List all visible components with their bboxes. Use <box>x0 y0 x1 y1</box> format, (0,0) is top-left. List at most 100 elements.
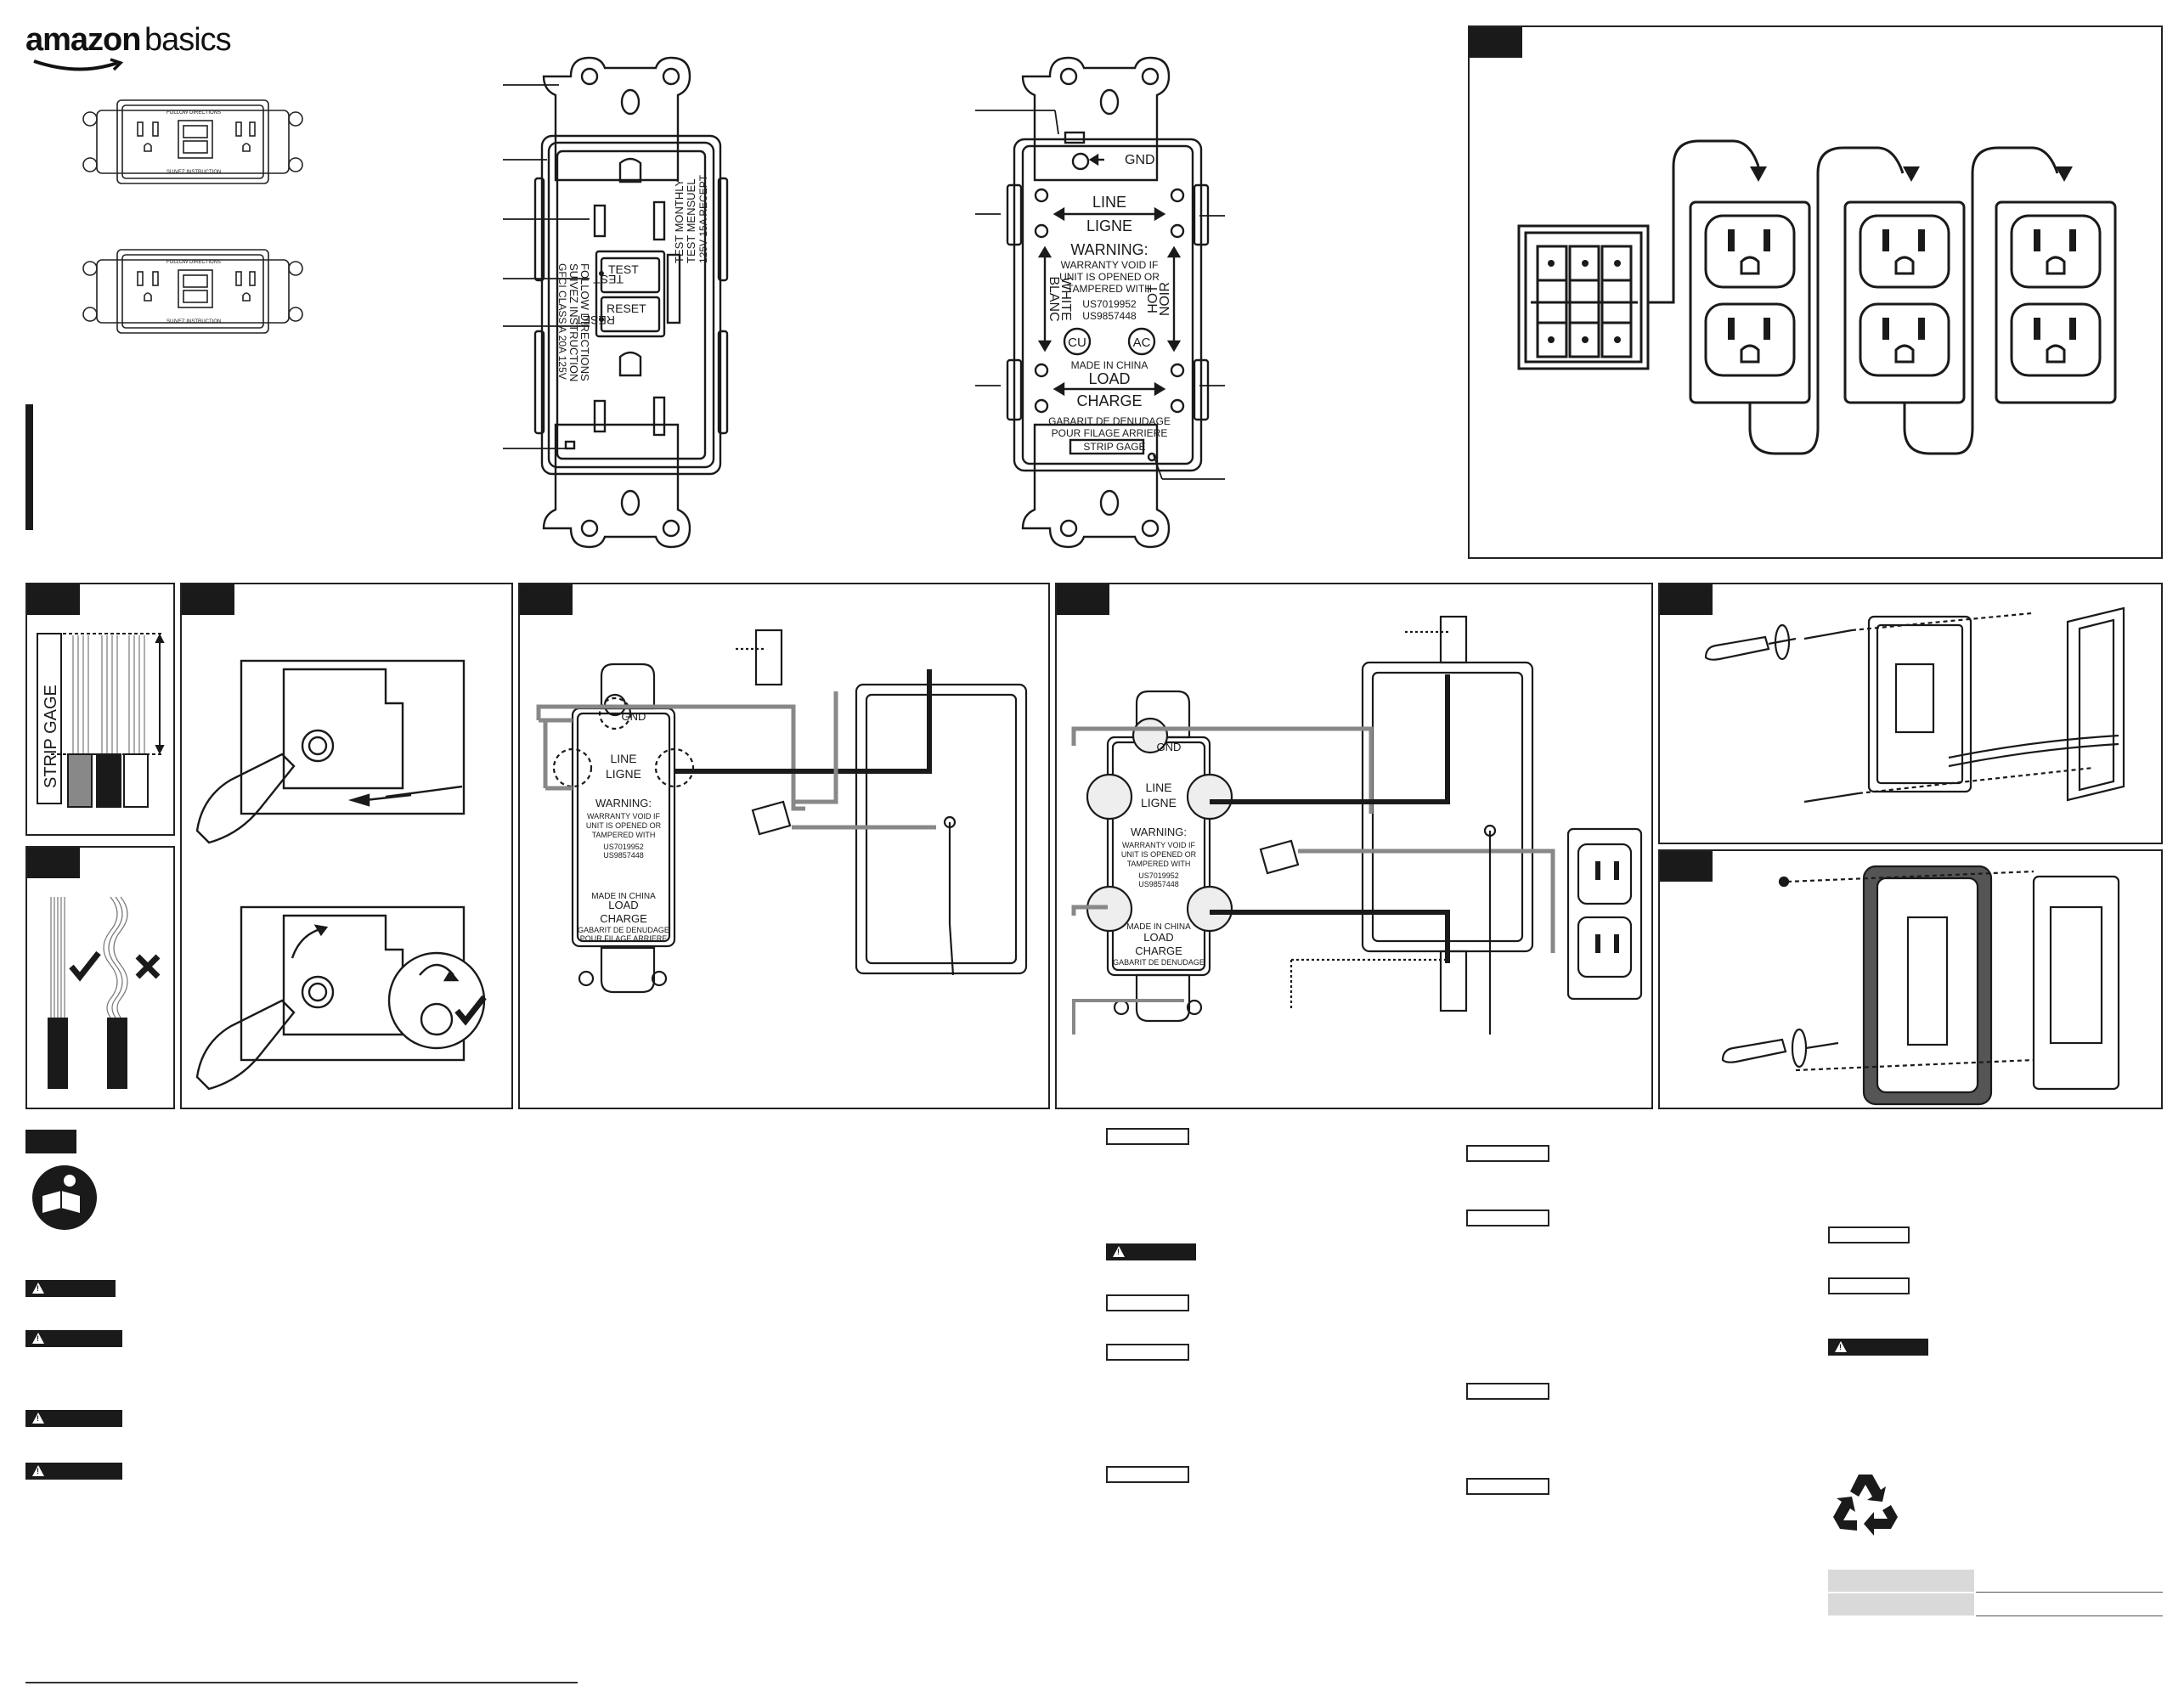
front-test-label: TEST <box>608 262 639 276</box>
front-suivez-text: SUIVEZ INSTRUCTION <box>567 263 580 381</box>
svg-text:WARNING:: WARNING: <box>595 797 652 809</box>
brand-name-amazon: amazon <box>25 22 141 58</box>
section-heading-box <box>1106 1344 1189 1361</box>
front-mensuel-text: TEST MENSUEL <box>685 179 697 263</box>
front-device-diagram: TEST RESET TEST RESET FOLLOW DIRECTIONS … <box>533 56 729 549</box>
front-reset-label-fr: RESET <box>575 313 615 327</box>
section-heading-box <box>1466 1145 1549 1162</box>
svg-text:SUIVEZ INSTRUCTION: SUIVEZ INSTRUCTION <box>166 170 221 175</box>
warning-icon <box>32 1465 44 1476</box>
back-pour: POUR FILAGE ARRIERE <box>1052 427 1168 439</box>
section-heading-box <box>1828 1226 1910 1243</box>
warning-icon <box>1835 1341 1847 1352</box>
svg-text:LINE: LINE <box>610 752 636 765</box>
brand-smile-icon <box>33 58 124 71</box>
warning-badge <box>25 1330 122 1347</box>
svg-text:POUR FILAGE ARRIERE: POUR FILAGE ARRIERE <box>580 934 668 943</box>
front-callout-lines <box>503 84 590 449</box>
section-heading-box <box>1828 1277 1910 1294</box>
brand-name-basics: basics <box>144 22 232 58</box>
warning-badge <box>25 1463 122 1480</box>
terminal-screw-panel <box>180 583 513 1109</box>
warning-icon <box>32 1333 44 1344</box>
front-reset-label: RESET <box>607 302 646 315</box>
warning-badge <box>25 1280 116 1297</box>
back-blanc-label: BLANC <box>1047 276 1061 321</box>
svg-text:FOLLOW DIRECTIONS: FOLLOW DIRECTIONS <box>166 260 221 265</box>
load-wiring-diagram: GND LINE LIGNE WARNING: WARRANTY VOID IF… <box>1071 615 1643 1035</box>
svg-text:LOAD: LOAD <box>608 899 638 911</box>
front-monthly-text: TEST MONTHLY <box>673 178 686 263</box>
warning-badge <box>25 1410 122 1427</box>
step-number-tab <box>182 584 234 615</box>
svg-text:US7019952: US7019952 <box>1138 871 1179 880</box>
recycle-icon <box>1833 1475 1898 1536</box>
svg-text:LINE: LINE <box>1145 781 1171 794</box>
back-warranty-3: TAMPERED WITH <box>1067 283 1152 295</box>
bottom-rule <box>25 1682 578 1683</box>
check-icon <box>69 950 101 982</box>
section-heading-box <box>1106 1466 1189 1483</box>
daisy-chain-panel <box>1468 25 2163 559</box>
svg-text:LOAD: LOAD <box>1143 931 1173 944</box>
back-white-label: WHITE <box>1058 277 1073 321</box>
wall-plate-diagram <box>1721 865 2120 1106</box>
info-table-divider <box>1976 1592 2163 1593</box>
terminal-screw-diagram <box>195 659 487 1091</box>
daisy-chain-diagram <box>1517 139 2117 455</box>
svg-text:SUIVEZ INSTRUCTION: SUIVEZ INSTRUCTION <box>166 319 221 324</box>
section-heading-box <box>1466 1210 1549 1226</box>
section-heading-box <box>1466 1383 1549 1400</box>
step-number-tab <box>27 848 80 878</box>
svg-text:US9857448: US9857448 <box>603 851 644 860</box>
warning-icon <box>1113 1246 1125 1257</box>
back-warranty-2: UNIT IS OPENED OR <box>1059 271 1160 283</box>
svg-text:CHARGE: CHARGE <box>1135 944 1182 957</box>
back-patent-1: US7019952 <box>1082 298 1137 310</box>
back-cert-2: AC <box>1133 336 1151 350</box>
step-number-tab <box>1660 851 1713 882</box>
svg-text:FOLLOW DIRECTIONS: FOLLOW DIRECTIONS <box>166 110 221 116</box>
warning-icon <box>32 1283 44 1294</box>
step-number-tab <box>1057 584 1109 615</box>
back-device-diagram: GND LINE LIGNE WARNING: WARRANTY VOID IF… <box>1006 56 1210 549</box>
back-warranty-1: WARRANTY VOID IF <box>1061 259 1159 271</box>
svg-text:US9857448: US9857448 <box>1138 880 1179 888</box>
front-test-label-fr: TEST <box>593 273 624 286</box>
svg-text:WARRANTY VOID IF: WARRANTY VOID IF <box>587 812 661 820</box>
svg-text:GND: GND <box>622 710 646 723</box>
side-accent-bar <box>25 404 33 530</box>
front-class-text: GFCI CLASS A 20A 125V <box>556 263 568 380</box>
back-cert-1: CU <box>1068 336 1086 350</box>
back-line-label: LINE <box>1092 194 1126 211</box>
section-heading-box <box>1466 1478 1549 1495</box>
line-wiring-diagram: GND LINE LIGNE WARNING: WARRANTY VOID IF… <box>536 629 1028 994</box>
info-table-row <box>1828 1593 1974 1616</box>
front-follow-text: FOLLOW DIRECTIONS <box>578 263 591 381</box>
svg-text:GABARIT DE DENUDAGE: GABARIT DE DENUDAGE <box>578 926 669 934</box>
svg-text:LIGNE: LIGNE <box>1141 796 1177 809</box>
back-noir-label: NOIR <box>1158 282 1172 316</box>
manual-read-icon <box>32 1165 97 1230</box>
back-gabarit: GABARIT DE DENUDAGE <box>1048 415 1171 427</box>
wall-plate-panel <box>1658 849 2163 1109</box>
warning-badge <box>1828 1339 1928 1356</box>
back-charge-label: CHARGE <box>1076 392 1142 409</box>
warning-icon <box>32 1413 44 1424</box>
thumbnail-device-2: FOLLOW DIRECTIONS SUIVEZ INSTRUCTION <box>82 249 303 334</box>
back-strip-gage: STRIP GAGE <box>1083 441 1145 453</box>
strip-gage-diagram: STRIP GAGE <box>37 633 165 808</box>
thumbnail-device-1: FOLLOW DIRECTIONS SUIVEZ INSTRUCTION <box>82 99 303 184</box>
back-hot-label: HOT <box>1146 285 1160 313</box>
back-load-label: LOAD <box>1088 370 1130 387</box>
back-ligne-label: LIGNE <box>1086 217 1132 234</box>
step-number-tab <box>27 584 80 615</box>
svg-text:UNIT IS OPENED OR: UNIT IS OPENED OR <box>586 821 662 830</box>
language-tab <box>25 1130 76 1153</box>
back-callout-lines <box>975 110 1225 480</box>
strip-gage-panel: STRIP GAGE <box>25 583 175 836</box>
svg-text:MADE IN CHINA: MADE IN CHINA <box>591 892 656 901</box>
back-patent-2: US9857448 <box>1082 310 1137 322</box>
front-rating-text: 125V 15A RECEPT <box>697 174 709 263</box>
svg-text:GND: GND <box>1157 741 1182 753</box>
